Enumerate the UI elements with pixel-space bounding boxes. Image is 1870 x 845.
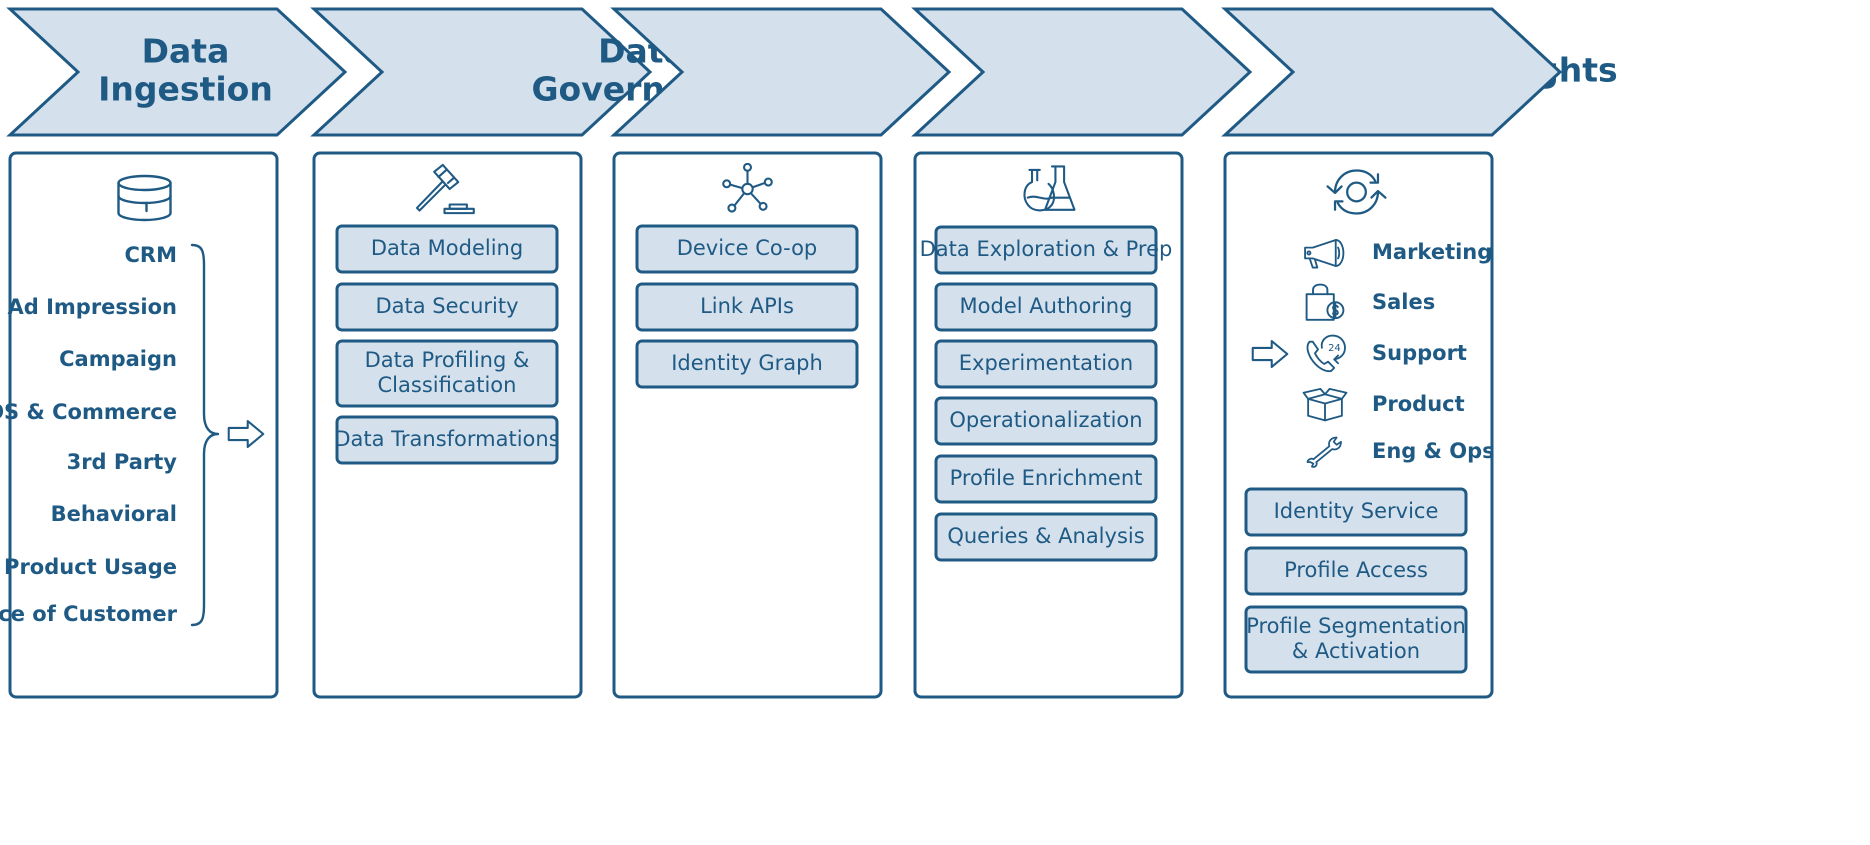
source-item: Campaign (59, 347, 177, 371)
source-item: POS & Commerce (0, 400, 177, 424)
feature-box: Data Profiling &Classification (335, 339, 559, 408)
feature-box-bg (335, 224, 559, 274)
destination-item: Sales (1305, 283, 1435, 321)
brace-connector (190, 243, 220, 627)
source-item: 3rd Party (67, 450, 178, 474)
feature-label: Data Exploration & Prep (920, 237, 1173, 261)
feature-label: Profile Segmentation (1246, 614, 1466, 638)
feature-box: Experimentation (934, 339, 1158, 389)
feature-box: Data Security (335, 282, 559, 332)
source-item: Product Usage (4, 555, 177, 579)
feature-box-bg (934, 282, 1158, 332)
destination-label: Sales (1372, 290, 1435, 314)
destination-item: Product (1302, 388, 1465, 422)
stage-header-action (1221, 7, 1563, 137)
feature-box: Profile Access (1244, 546, 1468, 596)
feature-box-bg (635, 224, 859, 274)
feature-box-bg (335, 415, 559, 465)
source-item: Ad Impression (8, 295, 178, 319)
feature-label: & Activation (1292, 639, 1420, 663)
feature-box: Data Transformations (334, 415, 560, 465)
feature-box-bg (635, 282, 859, 332)
stage-header-insights (911, 7, 1253, 137)
feature-box: Model Authoring (934, 282, 1158, 332)
source-item: Voice of Customer (0, 602, 178, 626)
feature-label: Queries & Analysis (947, 524, 1144, 548)
feature-label: Profile Enrichment (950, 466, 1143, 490)
stage-action: ActionMarketingSalesSupportProductEng & … (1221, 7, 1563, 699)
feature-box-bg (1244, 605, 1468, 674)
feature-label: Link APIs (700, 294, 794, 318)
stage-header-ingestion (6, 7, 348, 137)
destination-label: Marketing (1372, 240, 1492, 264)
feature-box: Link APIs (635, 282, 859, 332)
feature-label: Profile Access (1284, 558, 1428, 582)
feature-box: Profile Enrichment (934, 454, 1158, 504)
feature-label: Device Co-op (677, 236, 818, 260)
destination-label: Support (1372, 341, 1467, 365)
feature-box-bg (934, 454, 1158, 504)
feature-label: Experimentation (959, 351, 1133, 375)
stage-panel-ingestion (8, 151, 279, 699)
feature-label: Data Security (375, 294, 518, 318)
feature-box: Queries & Analysis (934, 512, 1158, 562)
feature-label: Identity Graph (671, 351, 823, 375)
feature-label: Operationalization (949, 408, 1142, 432)
feature-box-bg (934, 512, 1158, 562)
feature-box-bg (934, 339, 1158, 389)
feature-box: Profile Segmentation& Activation (1244, 605, 1468, 674)
stage-header-governance (310, 7, 653, 137)
destination-item: Eng & Ops (1306, 436, 1495, 468)
feature-label: Data Profiling & (365, 348, 530, 372)
destination-item: Support (1306, 334, 1467, 373)
feature-box-bg (934, 396, 1158, 446)
feature-label: Classification (378, 373, 517, 397)
feature-box: Operationalization (934, 396, 1158, 446)
feature-box-bg (335, 282, 559, 332)
feature-box: Device Co-op (635, 224, 859, 274)
feature-box-bg (1244, 487, 1468, 537)
feature-box-bg (635, 339, 859, 389)
destination-label: Eng & Ops (1372, 439, 1495, 463)
feature-label: Data Modeling (371, 236, 523, 260)
stage-header-enrichment (610, 7, 952, 137)
feature-box: Identity Graph (635, 339, 859, 389)
feature-label: Model Authoring (960, 294, 1133, 318)
feature-box: Data Modeling (335, 224, 559, 274)
feature-box-bg (335, 339, 559, 408)
source-item: Behavioral (51, 502, 177, 526)
destination-label: Product (1372, 392, 1465, 416)
feature-box-bg (1244, 546, 1468, 596)
feature-label: Identity Service (1274, 499, 1439, 523)
source-item: CRM (125, 243, 177, 267)
destination-item: Marketing (1304, 238, 1492, 269)
feature-label: Data Transformations (334, 427, 559, 451)
feature-box: Identity Service (1244, 487, 1468, 537)
feature-box: Data Exploration & Prep (920, 225, 1173, 275)
stage-title: Ingestion (98, 70, 273, 109)
feature-box-bg (934, 225, 1158, 275)
stage-title: Data (142, 32, 230, 71)
